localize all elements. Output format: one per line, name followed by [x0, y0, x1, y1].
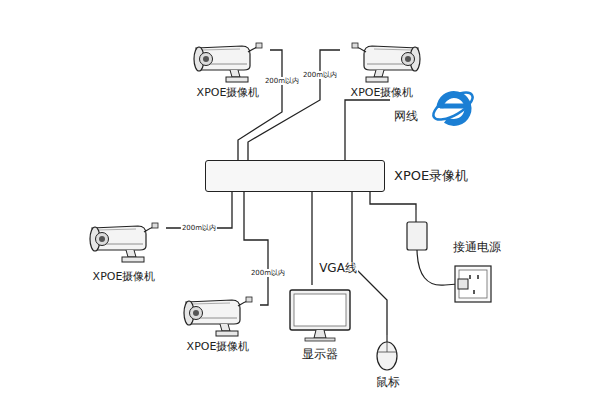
camera-figure [90, 223, 158, 262]
camera-node: XPOE摄像机 [340, 38, 424, 102]
power-node: 接通电源 [405, 210, 515, 310]
cable [244, 192, 268, 305]
node-label: XPOE摄像机 [351, 86, 414, 99]
camera-node: XPOE摄像机 [186, 38, 270, 102]
node-label: XPOE摄像机 [197, 86, 260, 99]
node-label: XPOE录像机 [394, 168, 468, 184]
node-label: 显示器 [302, 347, 338, 361]
cable-label: 200m以内 [181, 224, 217, 232]
node-label: 网线 [394, 109, 418, 123]
cable-label: 200m以内 [250, 268, 286, 276]
node-label: XPOE摄像机 [187, 340, 250, 353]
monitor-node: 显示器 [285, 285, 355, 367]
cable-label: VGA线 [318, 262, 358, 276]
power-figure [407, 210, 491, 302]
node-label: 接通电源 [453, 240, 501, 254]
cable [345, 100, 390, 160]
cable [248, 50, 340, 160]
cable [238, 50, 282, 160]
mouse-node: 鼠标 [365, 335, 410, 391]
cable [166, 192, 232, 228]
camera-figure [184, 297, 252, 336]
cable-label: 200m以内 [302, 71, 338, 79]
mouse-figure [377, 335, 397, 370]
internet-icon [429, 87, 476, 125]
camera-node: XPOE摄像机 [82, 214, 166, 286]
node-label: XPOE摄像机 [93, 270, 156, 283]
cable [370, 192, 416, 210]
cable [311, 192, 312, 285]
recorder-box: XPOE录像机 [205, 160, 385, 192]
camera-figure [194, 43, 262, 82]
monitor-figure [290, 290, 350, 341]
camera-node: XPOE摄像机 [176, 290, 260, 356]
camera-figure [352, 43, 420, 82]
cable-label: 200m以内 [264, 77, 300, 85]
node-label: 鼠标 [376, 375, 400, 389]
